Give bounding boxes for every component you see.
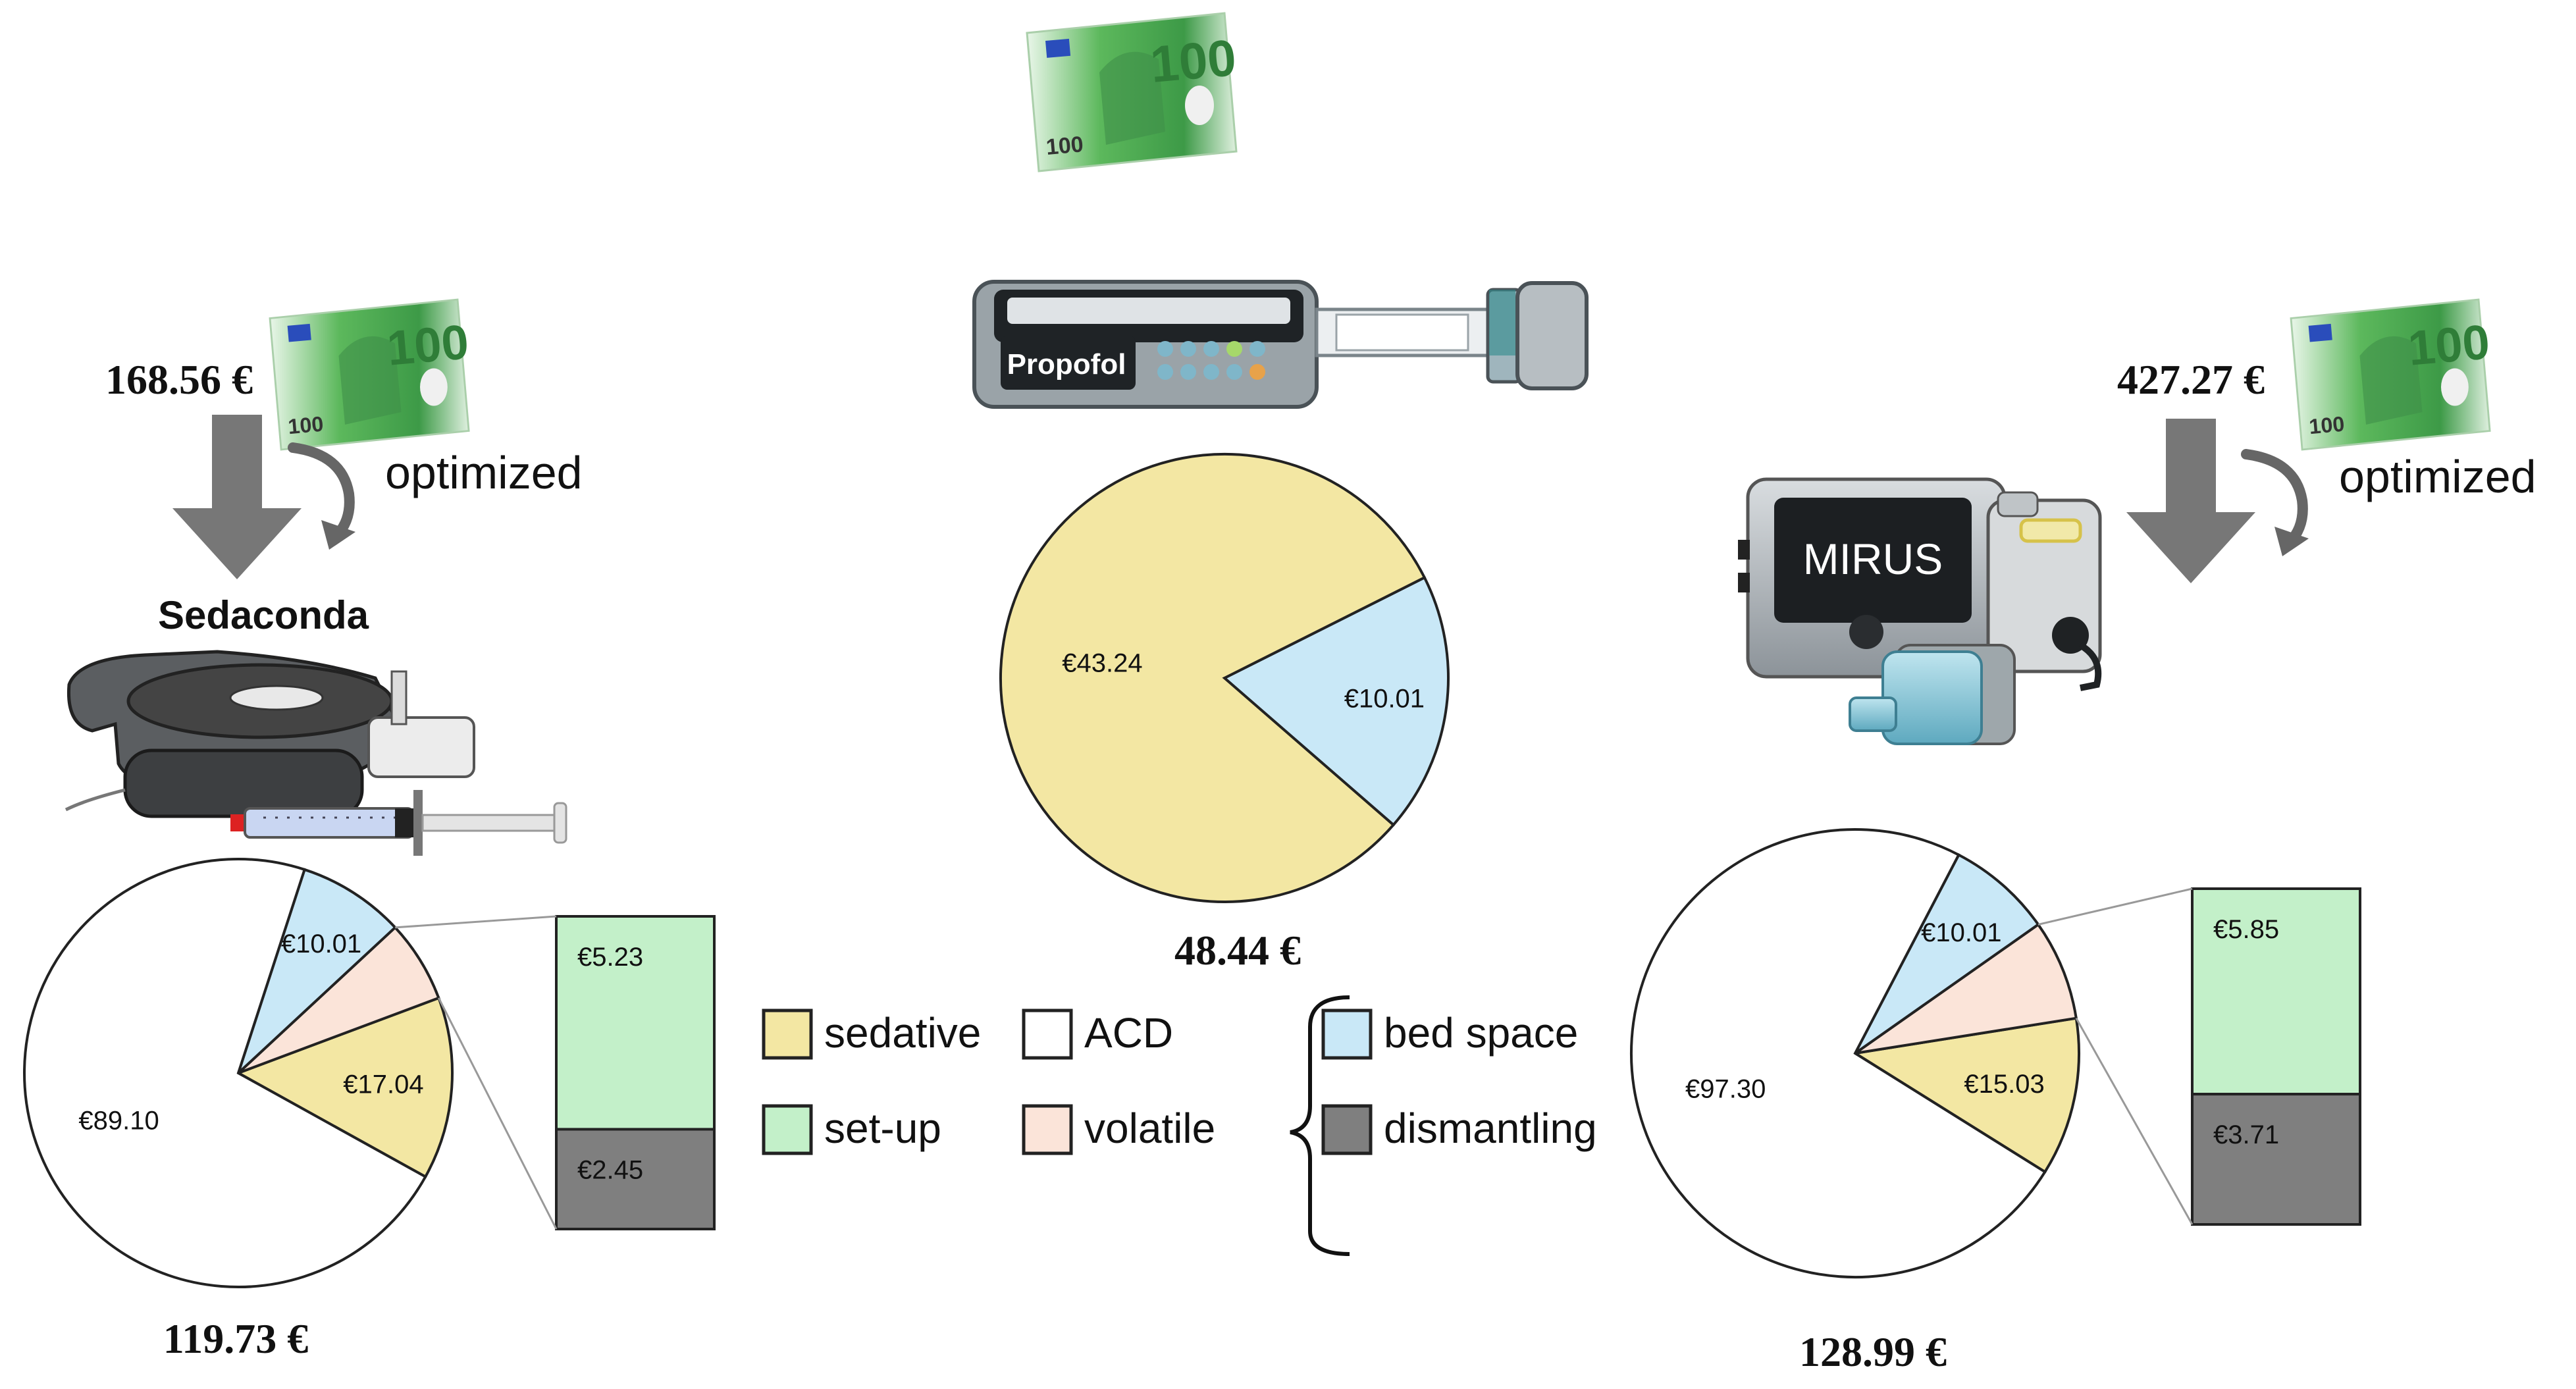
pie-slice-sedative (999, 453, 1427, 903)
legend-label-acd: ACD (1084, 1009, 1173, 1057)
pie-slice-sedative (235, 996, 454, 1179)
legend-swatch-dismantling (1321, 1104, 1373, 1155)
right-down-arrow-icon (2126, 419, 2255, 583)
legend-swatch-bed_space (1321, 1009, 1373, 1060)
pie-slice-label: €10.01 (1921, 918, 2001, 947)
legend-brace-icon (1290, 995, 1350, 1256)
pie-slice-label: €89.10 (78, 1106, 159, 1135)
pie-slice-bed_space (1854, 852, 2040, 1055)
mirus-volatile-breakdown-bar: €5.85 €3.71 (2037, 887, 2361, 1226)
right-banknote-icon (2290, 298, 2493, 451)
pie-slice-volatile (237, 926, 440, 1074)
left-banknote-icon (269, 298, 472, 451)
pie-slice-acd (1630, 828, 2047, 1278)
legend-label-sedative: sedative (824, 1009, 981, 1057)
right-initial-cost: 427.27 € (2117, 356, 2265, 403)
mirus-device-label: MIRUS (1803, 535, 1943, 583)
sedaconda-pie-chart: €17.04 €10.01 €89.10 (23, 858, 454, 1288)
bar-segment-set_up (555, 915, 716, 1131)
legend-label-volatile: volatile (1084, 1105, 1215, 1152)
pie-slice-label: €10.01 (281, 930, 361, 958)
bar-segment-dismantling (555, 1128, 716, 1231)
bar-segment-label: €5.23 (577, 943, 643, 972)
right-optimized-label: optimized (2339, 451, 2537, 502)
sedaconda-device-label: Sedaconda (158, 593, 369, 637)
left-down-arrow-icon (172, 415, 302, 579)
legend-swatch-acd (1022, 1009, 1073, 1060)
pie-slice-label: €10.01 (1344, 685, 1425, 714)
legend: sedative ACD set-up volatile bed space disman… (762, 1009, 1597, 1155)
bar-segment-label: €3.71 (2213, 1120, 2279, 1149)
syringe-icon (230, 790, 567, 856)
left-initial-cost: 168.56 € (105, 356, 253, 403)
left-curved-arrow-icon (288, 442, 355, 550)
connector-line (395, 915, 557, 929)
pie-slice-bed_space (235, 868, 398, 1078)
syringe-pump-icon (972, 280, 1589, 409)
right-curved-arrow-icon (2241, 449, 2309, 556)
mirus-total-cost: 128.99 € (1799, 1328, 1947, 1375)
propofol-total-cost: 48.44 € (1174, 927, 1301, 974)
bar-segment-label: €5.85 (2213, 915, 2279, 944)
pie-slice-label: €15.03 (1964, 1070, 2044, 1099)
center-banknote-icon (1026, 12, 1240, 172)
pie-slice-acd (23, 858, 427, 1288)
pie-slice-label: €17.04 (343, 1070, 423, 1099)
propofol-pump-label: Propofol (1007, 348, 1126, 380)
connector-line (2075, 1017, 2194, 1225)
legend-label-set_up: set-up (824, 1105, 941, 1152)
legend-swatch-set_up (762, 1104, 813, 1155)
pie-slice-label: €97.30 (1685, 1075, 1766, 1104)
left-optimized-label: optimized (385, 447, 583, 498)
bar-segment-set_up (2191, 887, 2361, 1096)
sedaconda-volatile-breakdown-bar: €5.23 €2.45 (395, 915, 716, 1231)
legend-swatch-sedative (762, 1009, 813, 1060)
sedaconda-total-cost: 119.73 € (163, 1315, 308, 1362)
mirus-pie-chart: €15.03 €10.01 €97.30 (1630, 828, 2080, 1278)
legend-label-dismantling: dismantling (1384, 1105, 1597, 1152)
pie-slice-bed_space (1222, 575, 1450, 827)
connector-line (2037, 887, 2193, 926)
pie-slice-sedative (1851, 1016, 2080, 1174)
bar-segment-label: €2.45 (577, 1155, 643, 1184)
pie-slice-label: €43.24 (1062, 649, 1142, 678)
legend-label-bed_space: bed space (1384, 1009, 1578, 1057)
mirus-device-icon (1738, 477, 2102, 745)
propofol-pie-chart: €10.01 €43.24 (999, 453, 1450, 903)
pie-slice-volatile (1854, 922, 2078, 1055)
sedaconda-device-icon (65, 650, 475, 818)
connector-line (438, 997, 558, 1230)
bar-segment-dismantling (2191, 1093, 2361, 1226)
legend-swatch-volatile (1022, 1104, 1073, 1155)
